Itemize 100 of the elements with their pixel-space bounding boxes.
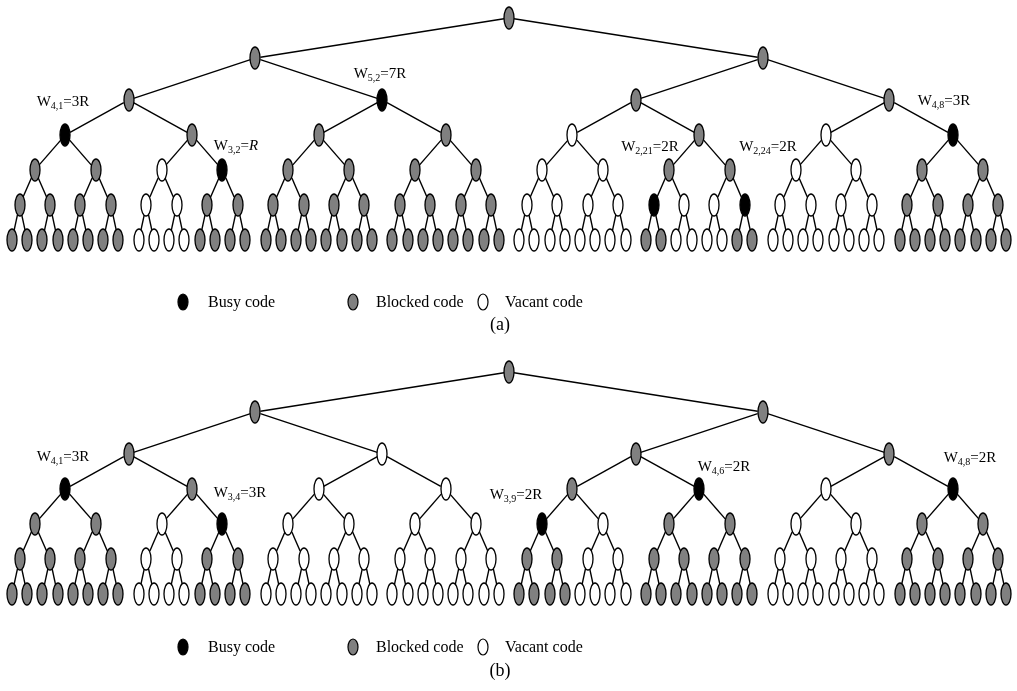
tree-edge xyxy=(781,568,787,585)
code-node xyxy=(132,228,145,252)
code-node xyxy=(297,547,310,571)
tree-edge xyxy=(104,568,110,585)
code-node xyxy=(901,547,914,571)
code-node xyxy=(924,582,936,606)
code-node xyxy=(581,193,594,217)
code-node xyxy=(186,477,198,501)
code-node xyxy=(543,582,556,606)
code-node xyxy=(66,582,79,606)
code-node xyxy=(916,158,929,182)
tree-edge xyxy=(544,531,555,552)
code-node xyxy=(401,582,414,606)
legend-label: Vacant code xyxy=(505,638,583,656)
tree-edge xyxy=(619,568,625,585)
code-node xyxy=(231,547,244,571)
tree-edge xyxy=(336,177,347,198)
code-node xyxy=(290,228,302,252)
code-node xyxy=(274,228,287,252)
tree-edge xyxy=(647,568,653,585)
code-node xyxy=(104,547,117,571)
code-node xyxy=(939,228,952,252)
tree-edge xyxy=(351,177,362,198)
code-node xyxy=(574,228,586,252)
code-node xyxy=(528,582,541,606)
tree-edge xyxy=(702,493,726,520)
tree-edge xyxy=(956,493,980,520)
code-node xyxy=(462,582,475,606)
code-node xyxy=(274,582,287,606)
tree-edge xyxy=(956,139,980,166)
code-node xyxy=(543,228,556,252)
code-node xyxy=(604,228,617,252)
code-node xyxy=(386,228,399,252)
code-node xyxy=(328,193,340,217)
tree-edge xyxy=(225,177,235,198)
code-node xyxy=(335,582,348,606)
code-node xyxy=(685,228,698,252)
code-node xyxy=(969,228,982,252)
code-node xyxy=(731,228,744,252)
tree-edge xyxy=(393,568,399,585)
tree-edge xyxy=(732,177,743,198)
tree-edge xyxy=(685,214,691,231)
code-node xyxy=(21,582,34,606)
tree-edge xyxy=(165,493,189,520)
code-node xyxy=(842,582,855,606)
tree-edge xyxy=(431,568,437,585)
tree-edge xyxy=(478,177,489,198)
tree-edge xyxy=(576,456,632,487)
tree-edge xyxy=(83,531,93,552)
tree-edge xyxy=(454,568,460,585)
code-node xyxy=(470,512,482,536)
code-node xyxy=(74,547,87,571)
code-node xyxy=(140,547,153,571)
tree-edge xyxy=(656,531,667,552)
code-label: W$_{2,21}$=2R xyxy=(621,137,679,155)
code-node xyxy=(566,123,579,147)
code-node xyxy=(766,228,779,252)
code-node xyxy=(804,193,817,217)
code-node xyxy=(820,477,832,501)
code-node xyxy=(477,582,490,606)
tree-edge xyxy=(147,214,153,231)
tree-edge xyxy=(68,493,92,520)
tree-edge xyxy=(908,568,914,585)
code-node xyxy=(409,512,422,536)
tree-edge xyxy=(98,531,109,552)
code-node xyxy=(503,360,515,384)
tree-edge xyxy=(590,531,601,552)
code-node xyxy=(708,547,721,571)
tree-edge xyxy=(558,568,564,585)
tree-edge xyxy=(291,531,301,552)
tree-edge xyxy=(402,531,413,552)
tree-edge xyxy=(37,177,48,198)
tree-edge xyxy=(274,214,280,231)
code-node xyxy=(574,582,586,606)
code-node xyxy=(619,228,632,252)
tree-edge xyxy=(335,214,341,231)
code-node xyxy=(201,193,214,217)
code-node xyxy=(693,123,706,147)
tree-edge xyxy=(417,177,428,198)
code-node xyxy=(797,228,810,252)
code-node xyxy=(267,193,280,217)
code-node xyxy=(520,547,533,571)
legend-label: Vacant code xyxy=(505,293,583,311)
code-node xyxy=(13,547,26,571)
tree-edge xyxy=(842,568,848,585)
code-node xyxy=(723,512,736,536)
tree-edge xyxy=(513,18,759,58)
code-node xyxy=(655,228,668,252)
code-node xyxy=(883,88,896,112)
code-node xyxy=(756,400,769,424)
legend-label: Busy code xyxy=(208,293,276,311)
code-node xyxy=(503,6,515,30)
code-node xyxy=(678,547,690,571)
tree-edge xyxy=(639,456,696,487)
tree-edge xyxy=(478,531,489,552)
code-node xyxy=(122,88,135,112)
tree-edge xyxy=(677,568,683,585)
tree-edge xyxy=(149,177,159,198)
code-node xyxy=(700,228,713,252)
tree-edge xyxy=(961,568,967,585)
